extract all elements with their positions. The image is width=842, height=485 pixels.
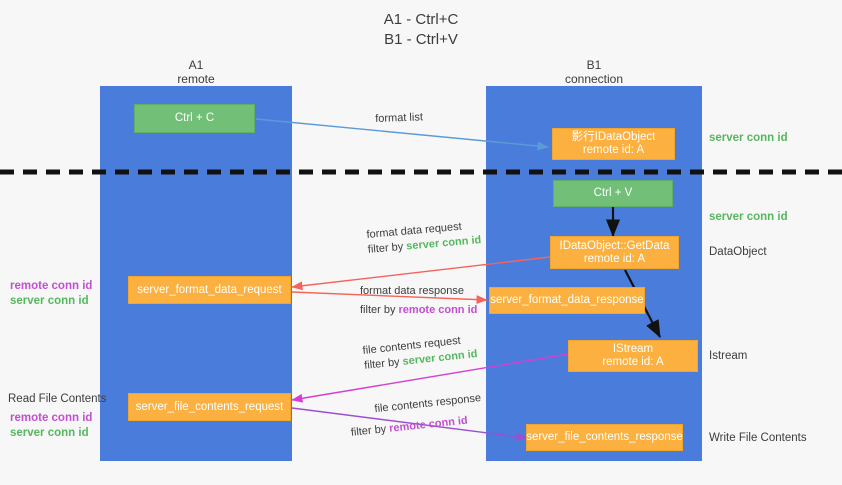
node-istream-line1: IStream [612,343,654,355]
node-server-file-contents-request[interactable]: server_file_contents_request [128,393,291,421]
filter-value-remote-conn-id: remote conn id [398,304,478,316]
right-label-write-file-contents: Write File Contents [709,432,807,444]
edge-label-format-data-request: format data request filter by server con… [366,218,482,258]
node-server-format-data-response[interactable]: server_format_data_response [489,287,645,314]
node-server-format-data-request[interactable]: server_format_data_request [128,276,291,304]
page-title: A1 - Ctrl+C B1 - Ctrl+V [0,10,842,50]
node-ctrl-c[interactable]: Ctrl + C [134,104,255,133]
node-getdata-line2: remote id: A [583,252,646,265]
right-label-server-conn-id-top: server conn id [709,132,788,144]
edge-label-format-list: format list [375,111,424,125]
lane-header-b1: B1 connection [534,58,654,86]
left-label-remote-conn-id-upper: remote conn id [10,280,93,292]
title-line-1: A1 - Ctrl+C [383,11,459,28]
lane-a1-sub: remote [177,72,215,86]
lane-b1-name: B1 [586,58,602,72]
right-label-dataobject: DataObject [709,246,767,258]
lane-b1-sub: connection [564,72,624,86]
filter-value-remote-conn-id: remote conn id [388,414,469,435]
node-istream[interactable]: IStream remote id: A [568,340,698,372]
node-ctrl-v[interactable]: Ctrl + V [553,180,673,207]
filter-prefix: filter by [367,240,407,256]
left-label-read-file-contents: Read File Contents [8,393,107,405]
filter-prefix: filter by [350,422,390,439]
edge-label-file-contents-response-filter: filter by remote conn id [350,412,484,441]
lane-header-a1: A1 remote [136,58,256,86]
filter-prefix: filter by [360,304,399,316]
edge-label-format-data-response: format data response filter by remote co… [360,284,477,318]
node-getdata-line1: IDataObject::GetData [559,239,670,252]
left-label-remote-conn-id-lower: remote conn id [10,412,93,424]
node-istream-line2: remote id: A [602,356,664,368]
node-idataobject-line2: remote id: A [582,144,645,156]
edge-label-file-contents-response: file contents response filter by remote … [348,391,484,441]
left-label-server-conn-id-upper: server conn id [10,295,89,307]
left-label-server-conn-id-lower: server conn id [10,427,89,439]
filter-prefix: filter by [363,355,404,372]
edge-label-format-data-response-text: format data response [360,285,464,297]
node-server-file-contents-response[interactable]: server_file_contents_response [526,424,683,451]
right-label-server-conn-id-second: server conn id [709,211,788,223]
edge-label-format-data-response-filter: filter by remote conn id [360,303,477,318]
node-getdata[interactable]: IDataObject::GetData remote id: A [550,236,679,269]
lane-a1-name: A1 [188,58,204,72]
right-label-istream: Istream [709,350,748,362]
edge-label-file-contents-request: file contents request filter by server c… [362,332,478,374]
node-idataobject[interactable]: 影行IDataObject remote id: A [552,128,675,160]
title-line-2: B1 - Ctrl+V [384,31,458,48]
node-idataobject-line1: 影行IDataObject [571,131,656,143]
